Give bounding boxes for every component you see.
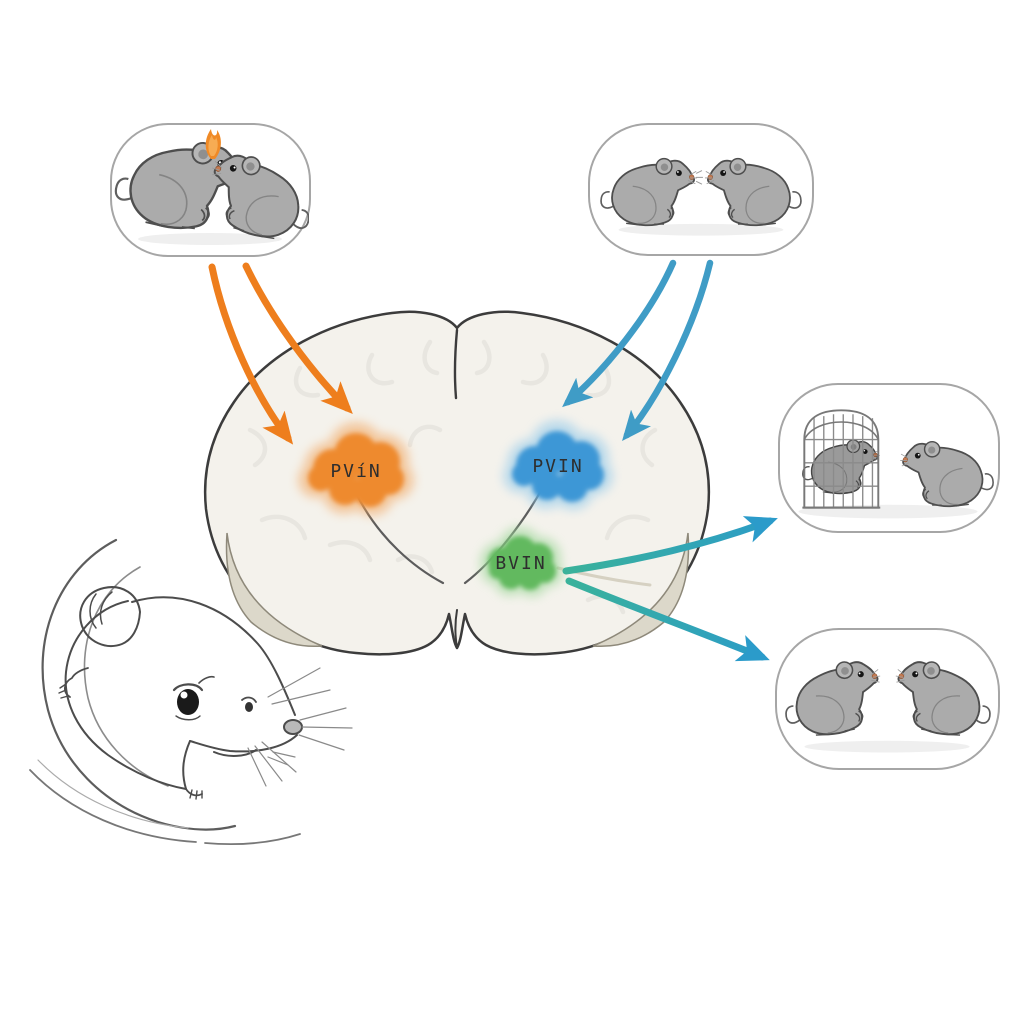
panel-sniffing-mice bbox=[588, 123, 814, 256]
brain-midline-fissure-top bbox=[453, 328, 459, 400]
panel-fighting-mice bbox=[110, 123, 311, 257]
pvn-right-label: PVIN bbox=[532, 456, 583, 477]
pvn-right-region: PVIN bbox=[503, 420, 613, 510]
aggression-input-arrows bbox=[208, 262, 353, 445]
pvn-left-region: PVíN bbox=[298, 422, 414, 516]
sniffing-mice-icon bbox=[600, 157, 802, 236]
blue-arrow-icon bbox=[562, 259, 677, 408]
brain-midline-cleft-bottom bbox=[454, 609, 458, 649]
bnst-label: BVIN bbox=[495, 553, 546, 574]
brain-gyri-lines bbox=[247, 339, 658, 615]
whiskers bbox=[247, 667, 353, 787]
sketch-mouse-illustration bbox=[29, 538, 353, 845]
orange-arrow-icon bbox=[208, 263, 294, 445]
fighting-mice-icon bbox=[112, 129, 309, 250]
pvn-left-label: PVíN bbox=[330, 461, 381, 482]
output-arrows bbox=[562, 516, 778, 662]
investigation-input-arrows bbox=[562, 259, 714, 442]
orange-arrow-icon bbox=[242, 262, 353, 415]
wire-cage-icon bbox=[802, 409, 881, 509]
rearing-mice-icon bbox=[777, 655, 998, 753]
panel-rearing-mice bbox=[775, 628, 1000, 770]
caged-mouse-icon bbox=[798, 409, 994, 519]
teal-arrow-icon bbox=[562, 516, 778, 575]
blue-arrow-icon bbox=[622, 259, 714, 442]
bnst-region: BVIN bbox=[480, 527, 563, 597]
teal-arrow-icon bbox=[565, 577, 770, 662]
panel-caged-mouse bbox=[778, 383, 1000, 533]
